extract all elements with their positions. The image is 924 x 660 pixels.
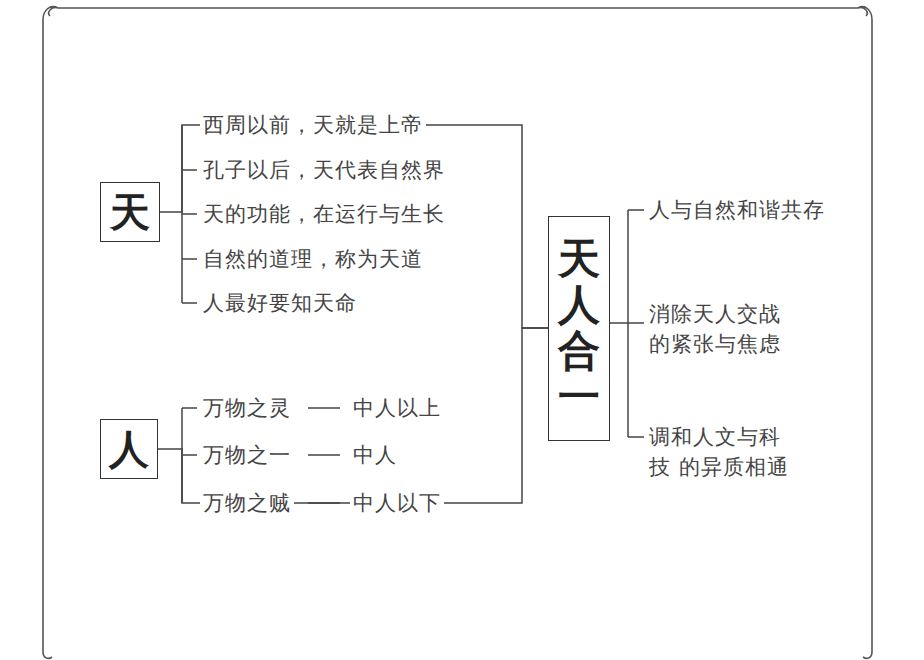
item-text: 孔子以后，天代表自然界 [200,155,448,185]
human-box: 人 [100,419,158,479]
item-text: 中人以上 [350,393,444,423]
item-text: 万物之灵 [200,393,294,423]
node-title: 人 [109,429,149,469]
heaven-box: 天 [100,182,160,242]
bracket-connector [158,328,548,503]
item-text: 万物之一 [200,440,294,470]
item-text: 中人以下 [350,488,444,518]
item-text: 人最好要知天命 [200,288,360,318]
item-text: 中人 [350,440,400,470]
item-text: 万物之贼 [200,488,294,518]
node-title: 天 [110,192,150,232]
item-text: 消除天人交战 的紧张与焦虑 [646,299,802,360]
item-text: 人与自然和谐共存 [646,195,828,225]
item-text: 调和人文与科技 的异质相通 [646,422,802,483]
bracket-connector [160,125,548,328]
item-text: 天的功能，在运行与生长 [200,199,448,229]
unity-box: 天人合一 [548,216,610,441]
item-text: 自然的道理，称为天道 [200,244,426,274]
node-title: 天人合一 [558,236,600,421]
item-text: 西周以前，天就是上帝 [200,110,426,140]
